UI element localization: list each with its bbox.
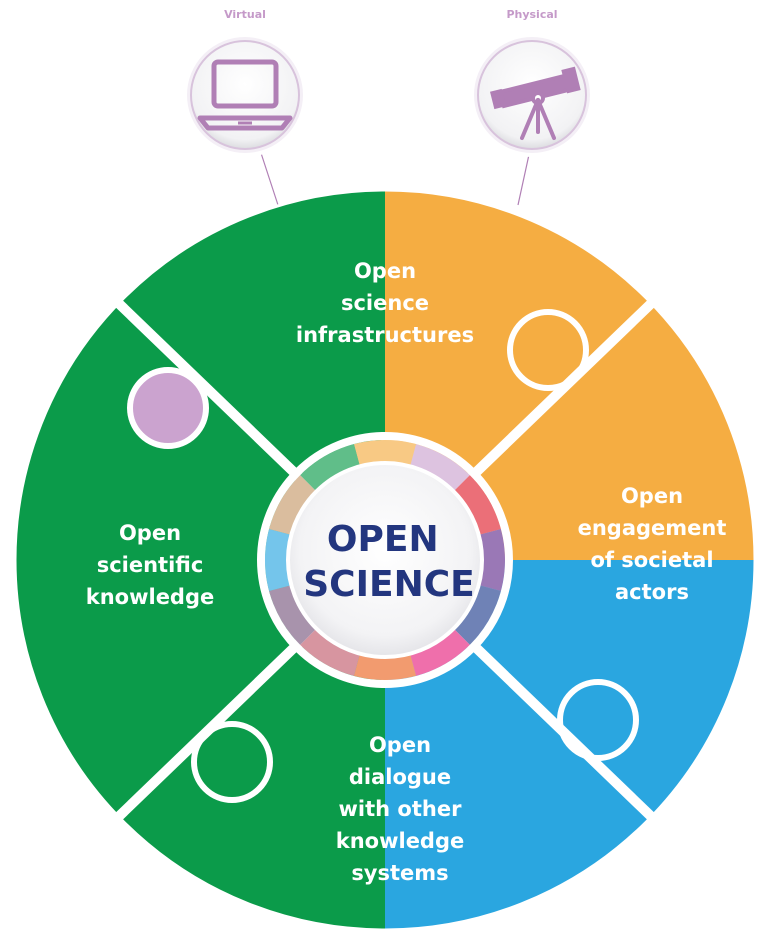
label-knowledge: Open scientific knowledge — [86, 521, 215, 609]
dialogue-label-line-1: Open — [369, 733, 431, 757]
knob-right-bottom — [560, 682, 636, 758]
engagement-label-line-1: Open — [621, 484, 683, 508]
ring-segment — [300, 627, 361, 676]
physical-label: Physical — [506, 8, 557, 21]
dialogue-label-line-4: knowledge — [336, 829, 465, 853]
color-ring — [257, 432, 513, 688]
center-title-line-1: OPEN — [327, 519, 439, 560]
knob-top-right — [510, 312, 586, 388]
ring-segment — [452, 475, 501, 536]
infrastructures-label-line-2: science — [341, 291, 429, 315]
virtual-connector — [259, 149, 279, 206]
center-title: OPEN SCIENCE — [303, 519, 474, 605]
engagement-label-line-3: of societal — [590, 548, 713, 572]
ring-segment — [353, 440, 417, 468]
center-title-line-2: SCIENCE — [303, 564, 474, 605]
ring-segment — [477, 528, 505, 592]
ring-segment — [409, 444, 470, 493]
knob-left-top — [130, 370, 206, 446]
ring-segment — [353, 652, 417, 680]
physical-icon-badge: Physical — [470, 8, 594, 157]
knowledge-label-line-2: scientific — [97, 553, 204, 577]
ring-segment — [452, 584, 501, 645]
infrastructures-label-line-3: infrastructures — [296, 323, 474, 347]
dialogue-label-line-2: dialogue — [349, 765, 451, 789]
dialogue-label-line-5: systems — [351, 861, 448, 885]
label-infrastructures: Open science infrastructures — [296, 259, 474, 347]
virtual-label: Virtual — [224, 8, 266, 21]
virtual-icon-badge: Virtual — [183, 8, 307, 157]
ring-segment — [409, 627, 470, 676]
ring-segment — [300, 444, 361, 493]
laptop-icon — [197, 59, 293, 131]
knowledge-label-line-1: Open — [119, 521, 181, 545]
telescope-icon — [490, 66, 581, 140]
dialogue-label-line-3: with other — [339, 797, 463, 821]
engagement-label-line-2: engagement — [578, 516, 727, 540]
infrastructures-label-line-1: Open — [354, 259, 416, 283]
disc-outline — [13, 188, 757, 932]
ring-segment — [269, 584, 318, 645]
engagement-label-line-4: actors — [615, 580, 689, 604]
knob-bottom-left — [194, 724, 270, 800]
center-circle — [286, 461, 484, 659]
label-engagement: Open engagement of societal actors — [578, 484, 727, 604]
ring-segment — [269, 475, 318, 536]
ring-segment — [265, 528, 293, 592]
label-dialogue: Open dialogue with other knowledge systems — [336, 733, 465, 885]
knowledge-label-line-3: knowledge — [86, 585, 215, 609]
physical-connector — [517, 149, 531, 206]
